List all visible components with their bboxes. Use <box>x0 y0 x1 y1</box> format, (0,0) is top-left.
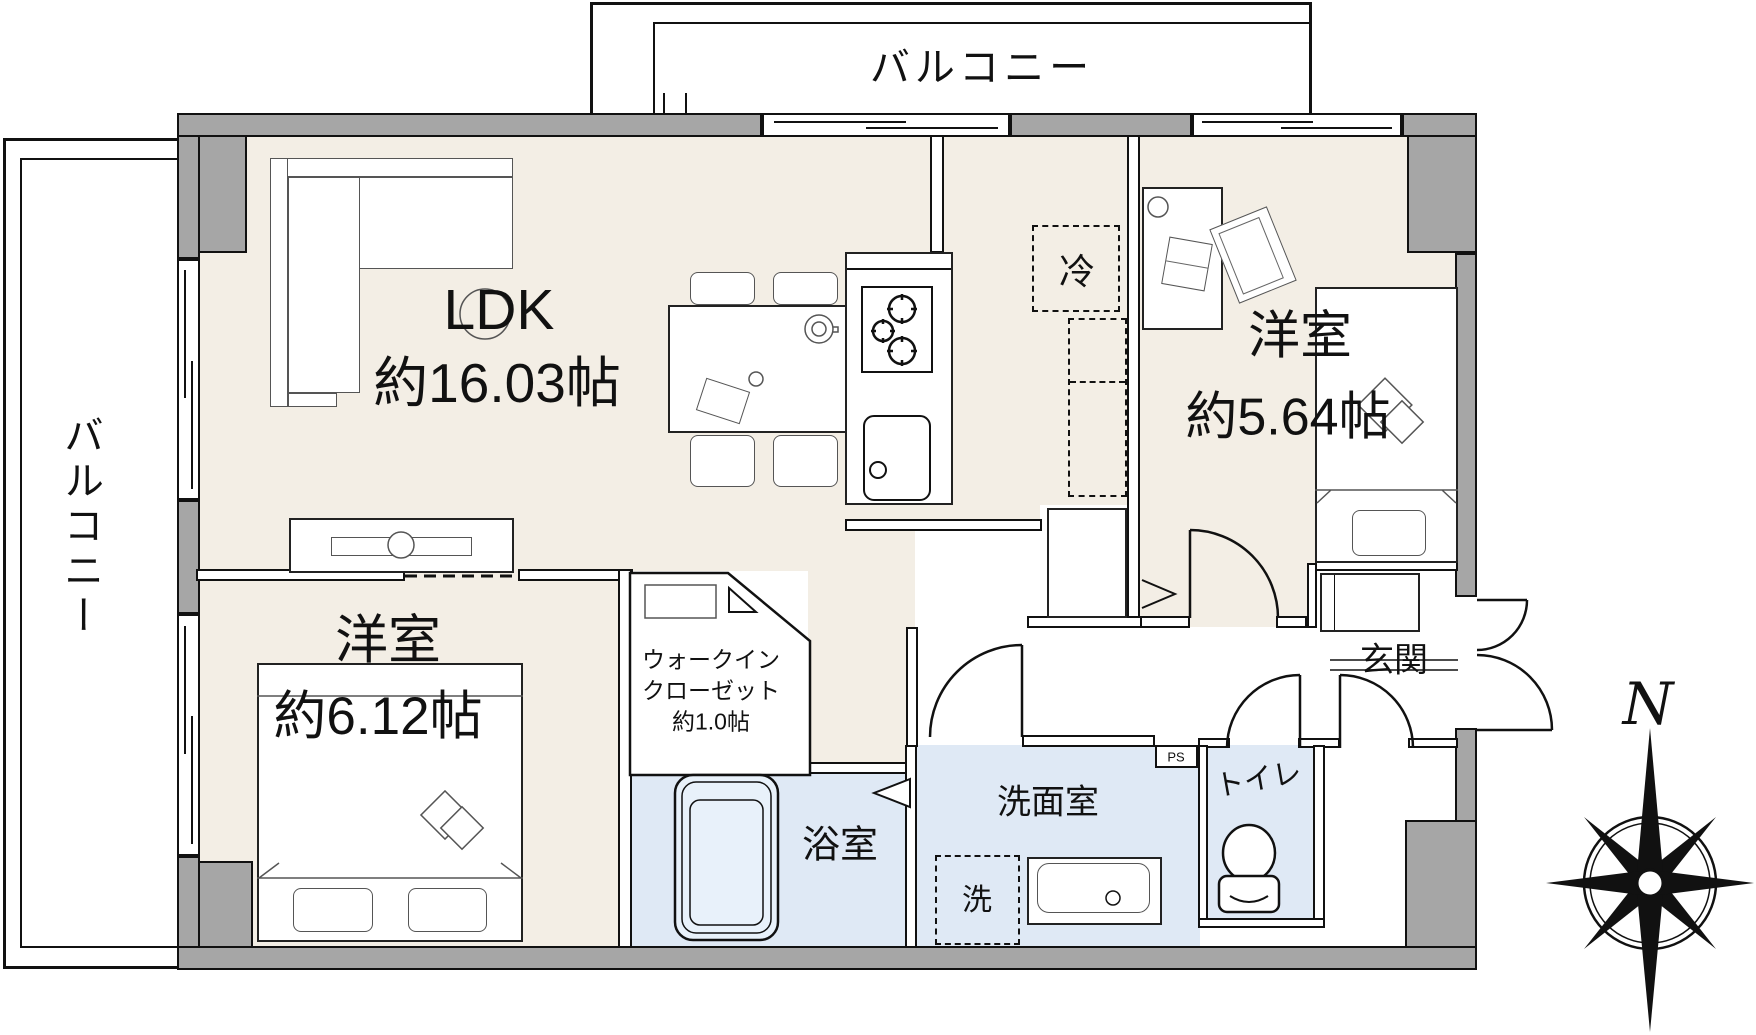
bedroom564-name-label: 洋室 <box>1247 307 1353 366</box>
balcony-top-railing <box>653 22 1312 115</box>
bed-612-details <box>257 695 523 879</box>
vanity-drain-icon <box>1105 890 1121 906</box>
wall-corner-bottomright <box>1405 820 1477 950</box>
shoe-cabinet <box>1320 573 1420 632</box>
sofa-seat-left <box>288 177 360 393</box>
wall-left-mid <box>177 500 200 614</box>
washer-space <box>935 855 1020 945</box>
balcony-divider <box>663 93 687 115</box>
pillow-564 <box>1352 510 1426 556</box>
bedroom612-size-label: 約6.12帖 <box>273 687 483 746</box>
bathtub-rim <box>681 781 772 934</box>
window-left-bedroom612 <box>177 614 200 856</box>
wall-left-upper <box>177 135 200 259</box>
balcony-top-label: バルコニー <box>869 46 1095 90</box>
bathroom-label: 浴室 <box>801 824 879 867</box>
bathtub <box>673 773 780 942</box>
tv-speaker-icon <box>387 531 415 559</box>
dining-chair-2 <box>773 272 838 305</box>
wall-toilet-south <box>1198 918 1325 928</box>
wic-label-line3: 約1.0帖 <box>672 708 750 735</box>
cup-handle-icon <box>833 326 839 333</box>
sofa-back-left <box>270 158 288 407</box>
pillow-612-right <box>408 888 487 932</box>
bedroom564-door <box>1188 528 1280 619</box>
wall-kitchen-south <box>845 519 1042 531</box>
balcony-left-label: バルコニー <box>58 414 102 640</box>
wall-bottom <box>177 946 1477 970</box>
bedroom564-size-label: 約5.64帖 <box>1185 388 1391 447</box>
toilet-fixture <box>1217 823 1281 914</box>
entrance-door-small-leaf <box>1476 598 1529 652</box>
hall-closet-door-icon <box>1141 579 1178 609</box>
balcony-top <box>590 2 1312 115</box>
entrance-label: 玄関 <box>1360 641 1428 680</box>
refrigerator-space <box>1032 225 1120 312</box>
bedroom612-name-label: 洋室 <box>335 611 441 670</box>
balcony-left-railing <box>20 158 177 948</box>
pipe-space-label: PS <box>1167 749 1185 765</box>
entrance-door-main-leaf <box>1476 653 1554 732</box>
wall-top-mid <box>1010 113 1192 137</box>
pantry-space <box>1068 318 1127 497</box>
ldk-name-label: LDK <box>443 278 555 342</box>
bed-564-details <box>1315 377 1458 504</box>
sofa-armrest <box>288 393 337 407</box>
wic-room-outline <box>628 571 812 777</box>
kitchen-sink <box>863 415 931 501</box>
wall-bedroom564-south-b <box>1276 616 1307 628</box>
pipe-space-box <box>1155 745 1198 768</box>
washroom-door <box>928 643 1024 738</box>
bathroom-door-icon <box>871 777 911 809</box>
window-top-ldk <box>762 113 1010 137</box>
small-cup-icon <box>748 371 764 387</box>
wall-hall-a <box>1198 738 1230 748</box>
wall-left-lower <box>177 856 200 948</box>
dining-chair-3 <box>690 435 755 487</box>
fridge-label: 冷 <box>1058 251 1096 292</box>
table-plate-icon <box>804 314 834 344</box>
washroom-label: 洗面室 <box>997 783 1099 822</box>
vanity-basin <box>1037 863 1150 913</box>
balcony-left <box>3 138 177 969</box>
wic-shelf <box>644 584 717 619</box>
wic-label: ウォークイン クローゼット 約1.0帖 <box>642 645 780 738</box>
compass-north-label: N <box>1622 670 1674 738</box>
window-top-bedroom564 <box>1192 113 1402 137</box>
wall-hall-c <box>1408 738 1458 748</box>
wall-corner-topright <box>1407 135 1477 253</box>
bathtub-inner <box>689 799 764 926</box>
wall-washroom-top <box>1022 735 1155 747</box>
wall-top-left <box>177 113 762 137</box>
floor-ldk-strip <box>808 571 915 764</box>
dining-chair-1 <box>690 272 755 305</box>
toilet-door <box>1225 673 1302 749</box>
dining-chair-4 <box>773 435 838 487</box>
washer-label: 洗 <box>962 884 992 917</box>
wic-label-line1: ウォークイン <box>642 646 780 673</box>
entrance-step-lines <box>1330 659 1458 671</box>
ldk-size-label: 約16.03帖 <box>373 352 621 414</box>
stove-burners-icon <box>871 294 917 366</box>
hall-entrance-door <box>1338 673 1415 749</box>
wic-label-line2: クローゼット <box>642 677 780 704</box>
desk-lamp-icon <box>1147 196 1169 218</box>
wic-door-icon <box>728 585 759 613</box>
coffee-table <box>459 288 511 340</box>
sink-drain-icon <box>869 461 887 479</box>
window-left-ldk <box>177 259 200 500</box>
pillow-612-left <box>293 888 373 932</box>
hall-closet <box>1047 508 1127 618</box>
wall-bedroom564-south-a <box>1140 616 1190 628</box>
compass-rose <box>1546 728 1754 1032</box>
table-cup-icon <box>811 321 827 337</box>
wall-bedroom564-step <box>1307 563 1317 628</box>
